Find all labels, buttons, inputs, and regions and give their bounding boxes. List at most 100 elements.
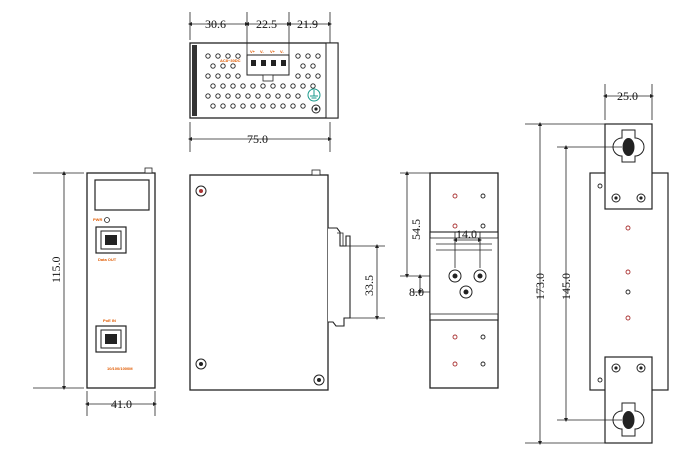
screw-hole [452, 334, 458, 340]
vent-hole [225, 73, 231, 79]
vent-hole [215, 53, 221, 59]
vent-hole [250, 103, 256, 109]
vent-hole [280, 83, 286, 89]
side-dimensions [346, 244, 385, 320]
vent-hole [215, 93, 221, 99]
vent-hole [245, 93, 251, 99]
vent-hole [260, 83, 266, 89]
vent-hole [240, 103, 246, 109]
vent-hole [255, 93, 261, 99]
screw-hole [452, 361, 458, 367]
vent-hole [310, 63, 316, 69]
vent-hole [230, 63, 236, 69]
wall-mount-view [589, 123, 669, 444]
vent-hole [290, 83, 296, 89]
screw-hole [597, 183, 603, 189]
vent-hole [225, 53, 231, 59]
rj45-port-poe-in [95, 325, 127, 353]
vent-holes [205, 53, 321, 109]
poe-in-label: PoE IN [103, 318, 116, 323]
pin-label-3: V+ [270, 49, 276, 54]
dim-din-hole-spacing: 14.0 [456, 227, 477, 241]
din-dimensions [400, 171, 482, 294]
din-rear-view [429, 172, 499, 389]
pin-label-2: V- [260, 49, 264, 54]
vent-hole [280, 103, 286, 109]
vent-hole [235, 73, 241, 79]
vent-hole [240, 83, 246, 89]
vent-hole [300, 103, 306, 109]
vent-hole [265, 93, 271, 99]
screw-hole [597, 377, 603, 383]
wall-screw-holes [597, 183, 631, 383]
vent-hole [210, 83, 216, 89]
dim-rail-gap: 33.5 [362, 275, 376, 296]
screw-hole [480, 193, 486, 199]
vent-hole [220, 103, 226, 109]
top-view: AC8~30DC V+ V- V+ V- [189, 42, 339, 119]
dim-top-b: 22.5 [256, 17, 277, 31]
vent-hole [220, 83, 226, 89]
speed-label: 10/100/1000M [107, 366, 133, 371]
dim-front-width: 41.0 [111, 397, 132, 411]
vent-hole [315, 53, 321, 59]
screw-hole [625, 315, 631, 321]
vent-hole [305, 73, 311, 79]
vent-hole [270, 103, 276, 109]
screw-hole [625, 289, 631, 295]
screw-hole [480, 361, 486, 367]
vent-hole [230, 83, 236, 89]
pin-label-4: V- [280, 49, 284, 54]
pin-label-1: V+ [250, 49, 256, 54]
dim-front-height: 115.0 [49, 256, 63, 283]
vent-hole [215, 73, 221, 79]
pwr-led [104, 217, 110, 223]
vent-hole [270, 83, 276, 89]
din-screw-holes [452, 193, 486, 367]
screw-hole [625, 225, 631, 231]
vent-hole [235, 93, 241, 99]
vent-hole [260, 103, 266, 109]
vent-hole [300, 83, 306, 89]
dim-din-height: 54.5 [409, 219, 423, 240]
rj45-port-data-out [95, 226, 127, 254]
screw-hole [625, 269, 631, 275]
vent-hole [235, 53, 241, 59]
front-view: PWR Data OUT PoE IN 10/100/1000M [86, 167, 156, 389]
screw-hole [480, 334, 486, 340]
display-window [94, 179, 150, 211]
vent-hole [285, 93, 291, 99]
vent-hole [310, 83, 316, 89]
front-dimensions [33, 171, 157, 416]
dim-wall-height-total: 173.0 [533, 273, 547, 300]
wall-dimensions [525, 84, 654, 445]
top-dimensions [188, 12, 332, 152]
vent-hole [205, 93, 211, 99]
dim-wall-width: 25.0 [617, 89, 638, 103]
terminal-block [246, 54, 290, 82]
vent-hole [230, 103, 236, 109]
screw-hole [452, 193, 458, 199]
vent-hole [290, 103, 296, 109]
dim-top-c: 21.9 [297, 17, 318, 31]
screw-hole [480, 223, 486, 229]
side-view [189, 169, 351, 391]
dim-rail-offset: 8.0 [409, 285, 424, 299]
vent-hole [315, 73, 321, 79]
screw-hole [452, 223, 458, 229]
vent-hole [250, 83, 256, 89]
vent-hole [300, 63, 306, 69]
vent-hole [210, 63, 216, 69]
vent-hole [275, 93, 281, 99]
dim-wall-height-holes: 145.0 [559, 273, 573, 300]
vent-hole [305, 53, 311, 59]
pwr-label: PWR [93, 217, 102, 222]
dim-top-a: 30.6 [205, 17, 226, 31]
vent-hole [205, 53, 211, 59]
data-out-label: Data OUT [98, 257, 117, 262]
vent-hole [225, 93, 231, 99]
vent-hole [210, 103, 216, 109]
vent-hole [295, 53, 301, 59]
ground-icon [307, 88, 321, 102]
